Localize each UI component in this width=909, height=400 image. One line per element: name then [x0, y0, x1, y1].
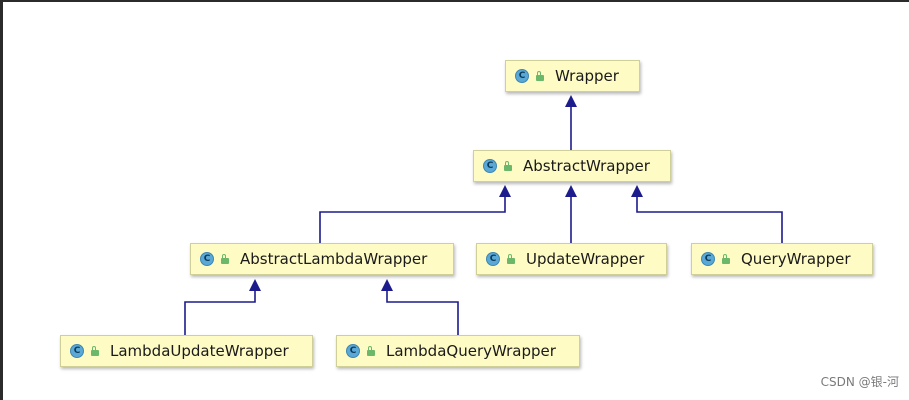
class-name-label: AbstractWrapper: [523, 157, 650, 175]
class-node-lambda-update-wrapper[interactable]: C LambdaUpdateWrapper: [60, 335, 313, 367]
public-lock-icon: [721, 254, 731, 264]
arrowhead-abstract-lambda-left: [249, 279, 261, 291]
class-icon: C: [701, 252, 715, 266]
class-name-label: LambdaQueryWrapper: [386, 342, 556, 360]
edge-abstract-lambda-to-abstract: [319, 196, 506, 243]
class-icon: C: [486, 252, 500, 266]
csdn-watermark: CSDN @银-河: [820, 375, 899, 389]
public-lock-icon: [506, 254, 516, 264]
class-node-query-wrapper[interactable]: C QueryWrapper: [691, 243, 873, 275]
edge-lambda-update-to-abstract-lambda: [184, 290, 256, 335]
class-node-lambda-query-wrapper[interactable]: C LambdaQueryWrapper: [336, 335, 580, 367]
edge-lambda-query-to-abstract-lambda: [386, 290, 459, 335]
class-name-label: QueryWrapper: [741, 250, 851, 268]
public-lock-icon: [366, 346, 376, 356]
edge-query-to-abstract: [636, 196, 783, 243]
arrowhead-abstract-wrapper-center: [565, 185, 577, 197]
class-node-abstract-lambda-wrapper[interactable]: C AbstractLambdaWrapper: [190, 243, 454, 275]
class-icon: C: [200, 252, 214, 266]
public-lock-icon: [503, 161, 513, 171]
class-node-wrapper[interactable]: C Wrapper: [505, 60, 640, 92]
class-name-label: Wrapper: [555, 67, 619, 85]
class-node-update-wrapper[interactable]: C UpdateWrapper: [476, 243, 667, 275]
public-lock-icon: [90, 346, 100, 356]
public-lock-icon: [535, 71, 545, 81]
public-lock-icon: [220, 254, 230, 264]
class-icon: C: [515, 69, 529, 83]
arrowhead-abstract-lambda-right: [381, 279, 393, 291]
arrowhead-abstract-wrapper-right: [631, 185, 643, 197]
class-node-abstract-wrapper[interactable]: C AbstractWrapper: [473, 150, 671, 182]
class-icon: C: [483, 159, 497, 173]
class-name-label: UpdateWrapper: [526, 250, 645, 268]
arrowhead-wrapper: [565, 95, 577, 107]
arrowhead-abstract-wrapper-left: [499, 185, 511, 197]
class-icon: C: [70, 344, 84, 358]
class-name-label: AbstractLambdaWrapper: [240, 250, 428, 268]
class-name-label: LambdaUpdateWrapper: [110, 342, 289, 360]
class-icon: C: [346, 344, 360, 358]
